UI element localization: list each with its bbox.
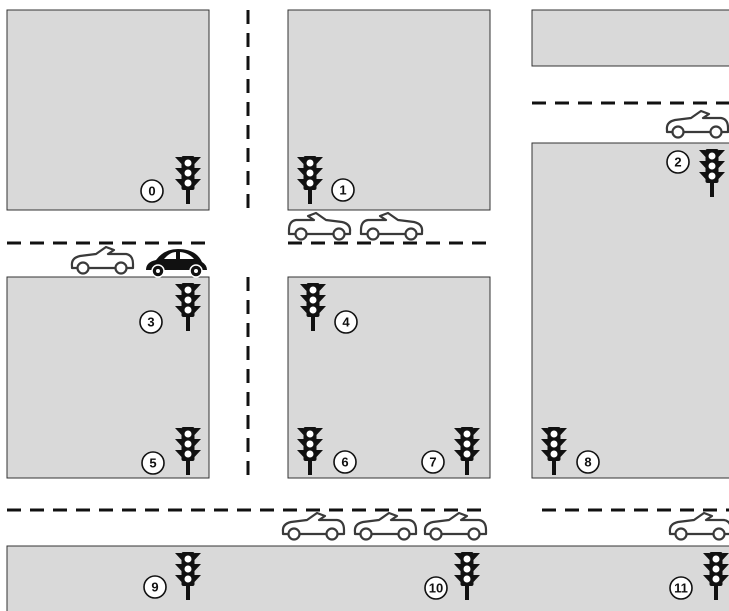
convertible-car-icon [667,111,728,138]
light-label-text: 6 [341,455,348,470]
beetle-car-icon [146,249,207,277]
light-label-7: 7 [422,451,444,473]
light-label-1: 1 [332,179,354,201]
light-label-10: 10 [425,577,447,599]
light-label-text: 10 [429,581,443,596]
block-right-tall [532,143,729,478]
light-label-9: 9 [144,576,166,598]
light-label-text: 5 [149,456,156,471]
block-top-right-small [532,10,729,66]
light-label-11: 11 [670,577,692,599]
light-label-text: 3 [147,315,154,330]
light-label-text: 2 [674,155,681,170]
block-bottom [7,546,729,611]
light-label-text: 8 [584,455,591,470]
light-label-text: 7 [429,455,436,470]
light-label-3: 3 [140,311,162,333]
light-label-text: 9 [151,580,158,595]
light-label-4: 4 [335,311,357,333]
convertible-car-icon [283,513,344,540]
light-label-text: 0 [148,184,155,199]
convertible-car-icon [670,513,729,540]
convertible-car-icon [289,213,350,240]
light-label-0: 0 [141,180,163,202]
convertible-car-icon [361,213,422,240]
light-label-2: 2 [667,151,689,173]
convertible-car-icon [72,247,133,274]
light-label-5: 5 [142,452,164,474]
convertible-car-icon [425,513,486,540]
light-label-text: 11 [674,581,688,596]
light-label-text: 1 [339,183,346,198]
light-label-text: 4 [342,315,350,330]
convertible-car-icon [355,513,416,540]
light-label-6: 6 [334,451,356,473]
light-label-8: 8 [577,451,599,473]
